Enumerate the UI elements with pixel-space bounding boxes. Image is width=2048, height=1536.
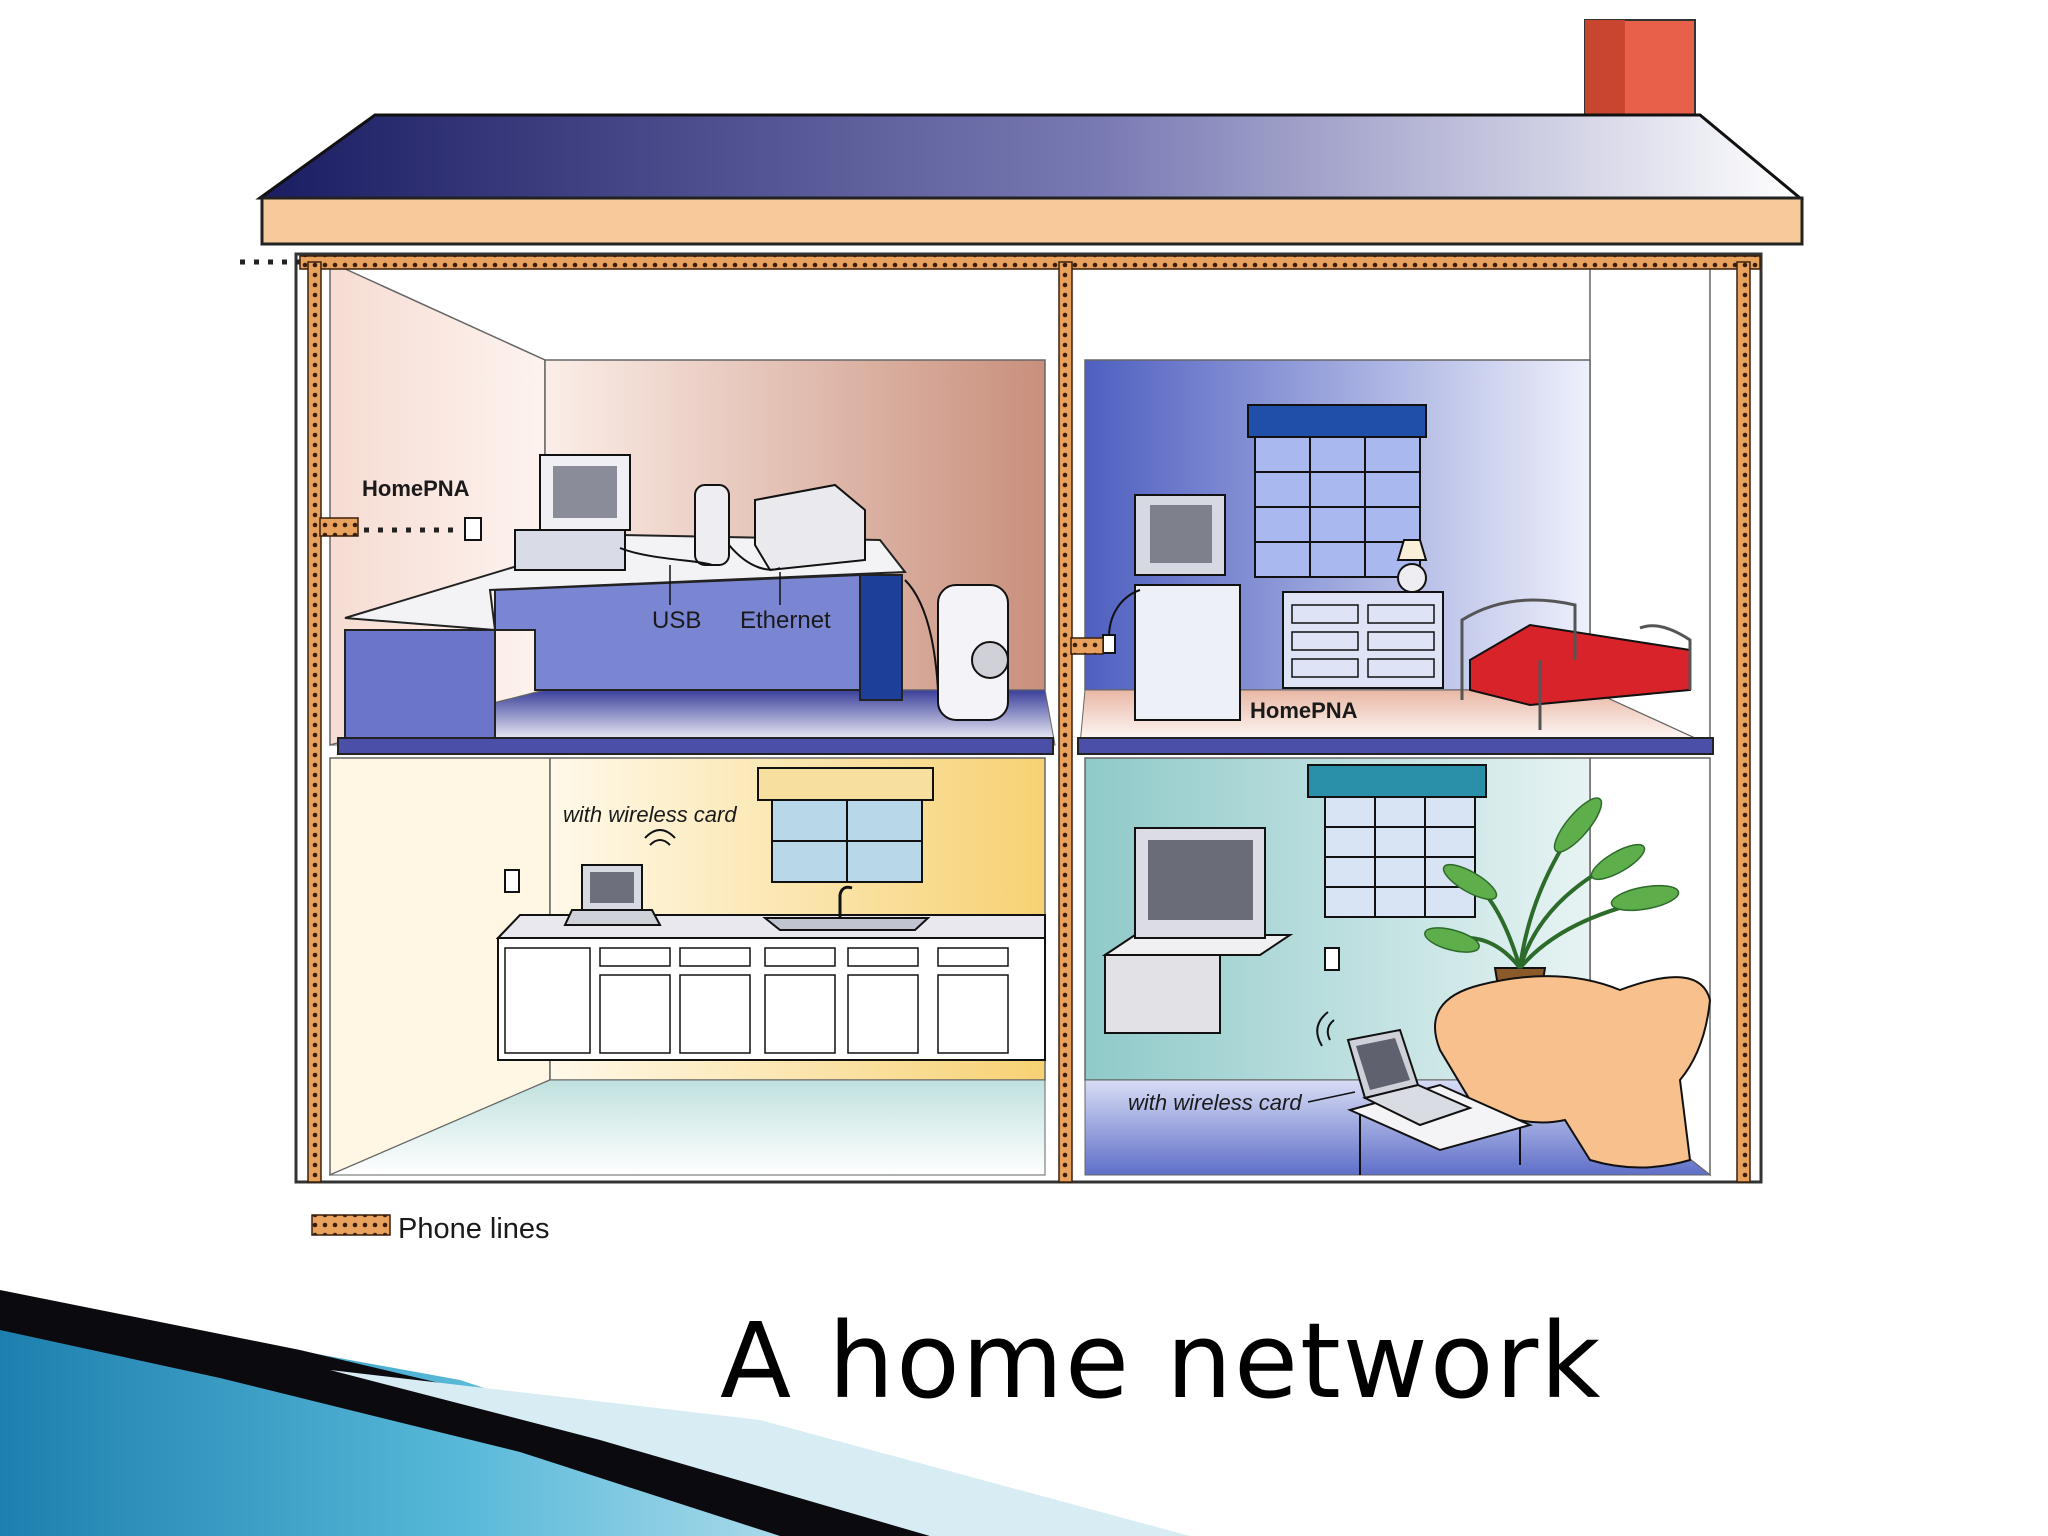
room-bedroom: HomePNA bbox=[1079, 261, 1711, 747]
wireless-living-leader bbox=[1307, 1091, 1356, 1103]
lamp-shade bbox=[1396, 539, 1428, 561]
bedroom-cable bbox=[1108, 589, 1141, 636]
label-usb: USB bbox=[652, 607, 701, 634]
bedroom-window-valance bbox=[1247, 404, 1427, 438]
label-wireless-living: with wireless card bbox=[1128, 1090, 1302, 1115]
office-phone-jack bbox=[464, 517, 482, 541]
kitchen-sink bbox=[762, 917, 931, 931]
dresser-drawers bbox=[1291, 604, 1435, 678]
living-window-valance bbox=[1307, 764, 1487, 798]
dresser-icon bbox=[1282, 591, 1444, 689]
tv-screen bbox=[1148, 840, 1253, 920]
living-wireless-icon bbox=[1316, 1011, 1335, 1047]
phone-line-middle bbox=[1058, 261, 1073, 1183]
kitchen-floor bbox=[329, 1079, 1046, 1176]
desktop-monitor-screen bbox=[553, 466, 617, 518]
legend-phone-lines-label: Phone lines bbox=[398, 1213, 550, 1245]
usb-cable bbox=[619, 547, 713, 566]
chimney-shade bbox=[1585, 20, 1625, 115]
phone-line-top bbox=[299, 255, 1761, 270]
living-wall-outlet bbox=[1324, 947, 1340, 971]
phone-line-office-branch bbox=[319, 517, 359, 537]
kitchen-laptop-base bbox=[563, 909, 662, 926]
kitchen-faucet bbox=[838, 885, 853, 918]
floor-slab-left bbox=[337, 737, 1054, 755]
kitchen-cabinets bbox=[497, 937, 1046, 1061]
label-wireless-kitchen: with wireless card bbox=[563, 802, 737, 827]
desktop-computer-case bbox=[514, 529, 626, 571]
legend-phone-line-swatch bbox=[311, 1214, 391, 1236]
roof-slope bbox=[255, 113, 1805, 200]
label-homepna-bedroom: HomePNA bbox=[1250, 698, 1358, 723]
roof bbox=[255, 19, 1805, 246]
bedroom-phone-jack bbox=[1102, 634, 1116, 654]
printer-icon bbox=[754, 483, 866, 572]
kitchen-window-valance bbox=[757, 767, 934, 801]
label-homepna-office: HomePNA bbox=[362, 476, 470, 501]
room-living: with wireless card bbox=[1084, 757, 1712, 1177]
kitchen-cabinet-doors bbox=[504, 947, 1009, 1054]
slide-title: A home network bbox=[720, 1300, 1603, 1422]
kitchen-laptop-screen bbox=[590, 872, 634, 903]
phone-line-left bbox=[307, 261, 322, 1183]
living-laptop-screen bbox=[1356, 1038, 1410, 1090]
living-window-panes bbox=[1325, 797, 1475, 917]
plant-leaves bbox=[1424, 797, 1680, 953]
phone-line-bedroom-branch bbox=[1070, 637, 1104, 655]
label-ethernet: Ethernet bbox=[740, 607, 831, 634]
roof-eave bbox=[260, 196, 1804, 246]
bed-frame bbox=[1460, 598, 1692, 730]
accent-swoosh-dark bbox=[0, 1290, 930, 1536]
tv-stand-top bbox=[1101, 934, 1294, 956]
tower-fan bbox=[971, 641, 1009, 679]
kitchen-wall-outlet bbox=[504, 869, 520, 893]
bedroom-window-panes bbox=[1255, 437, 1420, 577]
tv-stand bbox=[1104, 954, 1221, 1034]
armchair-icon bbox=[1434, 975, 1712, 1169]
legend: Phone lines bbox=[311, 1213, 550, 1245]
ethernet-cable bbox=[728, 544, 781, 571]
bedroom-monitor-screen bbox=[1150, 505, 1212, 563]
tower-cable bbox=[904, 579, 939, 691]
floor-slab-right bbox=[1077, 737, 1714, 755]
modem-icon bbox=[694, 484, 730, 566]
desk-front bbox=[344, 629, 496, 739]
accent-swoosh bbox=[0, 1290, 1190, 1536]
bedroom-computer-stand bbox=[1134, 584, 1241, 721]
living-laptop-base bbox=[1362, 1083, 1473, 1127]
desk-leg bbox=[859, 574, 903, 701]
accent-swoosh-light bbox=[330, 1370, 1190, 1536]
phone-line-network bbox=[240, 255, 1761, 1183]
room-office: HomePNA USB Ethernet bbox=[329, 260, 1056, 746]
room-kitchen: with wireless card bbox=[329, 757, 1046, 1177]
lamp-icon bbox=[1397, 563, 1427, 593]
phone-line-right bbox=[1736, 261, 1751, 1183]
kitchen-wireless-icon bbox=[644, 829, 676, 846]
